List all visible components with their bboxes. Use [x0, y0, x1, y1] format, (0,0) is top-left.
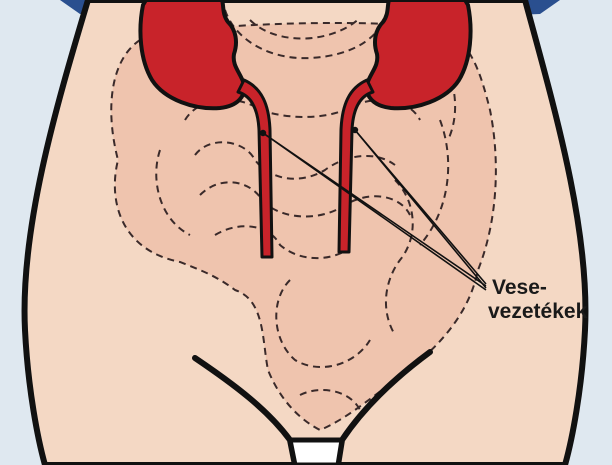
- right-ureter-marker: [352, 127, 358, 133]
- ureter-label: Vese- vezetékek: [488, 276, 587, 324]
- crotch-gap: [290, 440, 342, 465]
- left-ureter-marker: [260, 130, 266, 136]
- ureter-label-line1: Vese-: [488, 276, 587, 300]
- ureter-label-line2: vezetékek: [488, 300, 587, 324]
